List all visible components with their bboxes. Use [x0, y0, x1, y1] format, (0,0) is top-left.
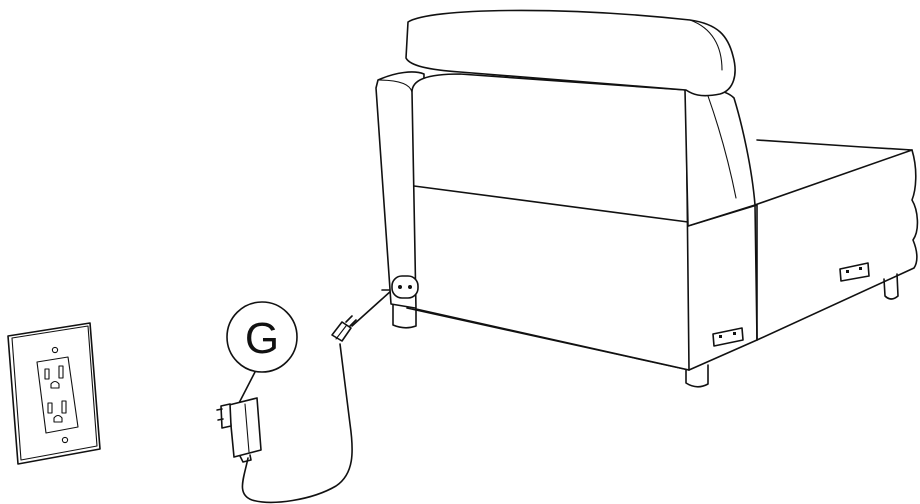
wall-outlet	[8, 323, 100, 464]
power-adapter	[217, 398, 261, 462]
connector-plug	[332, 316, 356, 341]
callout-letter: G	[245, 314, 279, 363]
bracket-right	[840, 263, 869, 281]
recliner-chair	[376, 10, 917, 386]
callout-g: G	[227, 302, 297, 405]
insertion-arrow	[352, 290, 392, 326]
bracket-left	[713, 328, 743, 346]
power-port	[392, 276, 418, 298]
